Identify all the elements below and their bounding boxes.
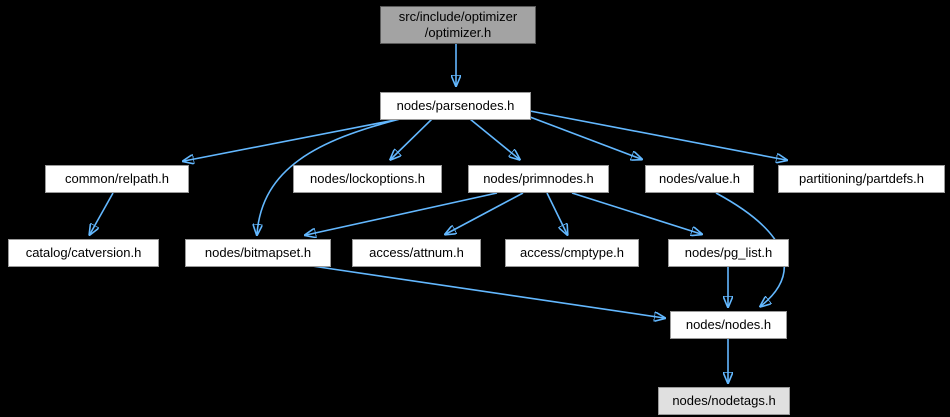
node-partitioning-partdefs-h[interactable]: partitioning/partdefs.h — [778, 165, 945, 193]
node-access-cmptype-h[interactable]: access/cmptype.h — [505, 239, 639, 267]
edge-bitmapset-to-nodes — [311, 265, 664, 318]
node-nodes-nodetags-h[interactable]: nodes/nodetags.h — [658, 387, 790, 415]
edge-parsenodes-to-primnodes — [469, 118, 519, 159]
node-nodes-parsenodes-h[interactable]: nodes/parsenodes.h — [380, 92, 531, 120]
edge-parsenodes-to-relpath — [184, 118, 401, 161]
edge-parsenodes-to-value — [529, 116, 641, 159]
edge-parsenodes-to-lockoptions — [391, 118, 433, 159]
node-access-attnum-h[interactable]: access/attnum.h — [352, 239, 481, 267]
edge-primnodes-to-attnum — [446, 192, 524, 234]
node-catalog-catversion-h[interactable]: catalog/catversion.h — [8, 239, 159, 267]
node-src-include-optimizer-optimizer-h[interactable]: src/include/optimizer /optimizer.h — [380, 6, 536, 44]
node-nodes-bitmapset-h[interactable]: nodes/bitmapset.h — [185, 239, 331, 267]
edge-parsenodes-to-partdefs — [529, 110, 786, 160]
edge-parsenodes-to-bitmapset — [257, 118, 401, 234]
node-nodes-primnodes-h[interactable]: nodes/primnodes.h — [468, 165, 609, 193]
node-nodes-pg_list-h[interactable]: nodes/pg_list.h — [668, 239, 789, 267]
edge-primnodes-to-cmptype — [546, 192, 567, 234]
node-nodes-lockoptions-h[interactable]: nodes/lockoptions.h — [293, 165, 442, 193]
edge-relpath-to-catversion — [90, 192, 114, 234]
edge-primnodes-to-bitmapset — [306, 192, 498, 235]
node-nodes-value-h[interactable]: nodes/value.h — [645, 165, 754, 193]
node-common-relpath-h[interactable]: common/relpath.h — [45, 165, 189, 193]
node-nodes-nodes-h[interactable]: nodes/nodes.h — [670, 311, 787, 339]
edge-primnodes-to-pg_list — [571, 192, 701, 234]
